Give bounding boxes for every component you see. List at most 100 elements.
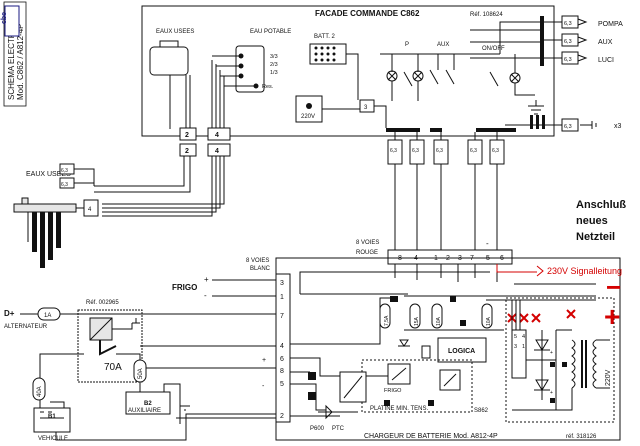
left-frigo-minus: - — [204, 291, 207, 300]
left-frigo: FRIGO — [172, 283, 197, 292]
facade-conn2b: 2 — [185, 148, 189, 155]
battery-b1: B1 — [48, 414, 56, 420]
fuse-aux: 6,3 — [564, 39, 572, 45]
relay-ref: Réf. 002965 — [86, 300, 119, 306]
output-connectors: 6,3 POMPA 6,3 AUX 6,3 LUCI 6,3 x3 — [505, 15, 623, 132]
battery-vehicule: VEHICULE — [38, 436, 68, 442]
vertical-title: SCHEMA ELECTRIQUE Mod. C862 / A812-4P — [3, 1, 27, 107]
blanc-plus: + — [262, 357, 266, 364]
label-x3: x3 — [614, 123, 622, 130]
mini-pin-1: 1 — [522, 344, 525, 350]
p600-label: P600 — [310, 426, 325, 432]
mini-pin-4: 4 — [522, 334, 525, 340]
mini-pin-5: 5 — [514, 334, 517, 340]
facade-ref: Réf. 108624 — [470, 12, 503, 18]
platine-label: PLATINE MIN. TENS. — [370, 406, 428, 412]
charger-ref: réf. 318126 — [566, 434, 597, 440]
facade-eau-potable: EAU POTABLE — [250, 29, 291, 35]
blanc-pin-7: 5 — [280, 381, 284, 388]
rect-plus-2: + — [550, 390, 553, 396]
level-33: 3/3 — [270, 54, 278, 60]
anschluss-line2: neues — [576, 215, 608, 227]
fuse-50a: 50A — [138, 368, 144, 379]
rect-plus-1: + — [550, 350, 553, 356]
facade-panel: FACADE COMMANDE C862 Réf. 108624 EAUX US… — [141, 5, 555, 141]
facade-aux: AUX — [437, 42, 449, 48]
label-aux: AUX — [598, 39, 613, 46]
label-pompa: POMPA — [598, 21, 623, 28]
blanc-pin-8: 2 — [280, 413, 284, 420]
stub-fuse-5: 6,3 — [492, 148, 499, 154]
left-fuse-a: 6,3 — [61, 168, 68, 174]
facade-lower-connectors: 2 4 — [94, 143, 231, 217]
level-res: Res. — [262, 84, 274, 90]
transformer-220v: 220V — [605, 369, 612, 386]
anschluss-line1: Anschluß — [576, 199, 626, 211]
title-line1: SCHEMA ELECTRIQUE — [7, 13, 16, 100]
title-line2: Mod. C862 / A812-4P — [16, 24, 25, 101]
left-power-section: FRIGO + - D+ ALTERNATEUR 1A Réf. 002965 … — [4, 275, 276, 442]
brand-logo: cbe — [1, 5, 20, 37]
big-plus: + — [604, 301, 620, 332]
relay-70a: 70A — [104, 362, 122, 373]
stub-fuse-2: 6,3 — [412, 148, 419, 154]
fuse-40a: 40A — [37, 386, 43, 397]
fuse-luci: 6,3 — [564, 57, 572, 63]
fuse-10a-2: 10A — [486, 316, 492, 326]
red-cross-marks — [507, 309, 576, 323]
left-frigo-plus: + — [204, 275, 209, 284]
rouge-to-module-wires — [511, 300, 521, 330]
ptc-label: PTC — [332, 426, 345, 432]
stub-fuse-4: 6,3 — [470, 148, 477, 154]
left-alternateur: ALTERNATEUR — [4, 324, 48, 330]
blanc-pin-4: 4 — [280, 343, 284, 350]
fuse-75a: 7,5A — [384, 315, 390, 326]
charger-title: CHARGEUR DE BATTERIE Mod. A812-4P — [364, 433, 498, 440]
rouge-minus-mark: - — [486, 239, 489, 248]
blanc-minus: - — [262, 383, 265, 390]
charger-box: CHARGEUR DE BATTERIE Mod. A812-4P réf. 3… — [246, 257, 621, 441]
blanc-pin-5: 6 — [280, 356, 284, 363]
facade-onoff: ON/OFF — [482, 46, 505, 52]
facade-batt2: BATT. 2 — [314, 34, 336, 40]
battery-auxiliaire: AUXILIAIRE — [128, 408, 161, 414]
left-conn4: 4 — [88, 207, 92, 213]
left-dplus: D+ — [4, 309, 15, 318]
mini-pin-3: 3 — [514, 344, 517, 350]
facade-220v: 220V — [301, 114, 315, 120]
stub-fuse-3: 6,3 — [436, 148, 443, 154]
facade-p: P — [405, 42, 409, 48]
left-eaux-usees-1: EAUX USEES — [26, 171, 71, 178]
facade-eaux-usees: EAUX USEES — [156, 29, 194, 35]
rouge-label-2: ROUGE — [356, 250, 378, 256]
level-13: 1/3 — [270, 70, 278, 76]
svg-text:cbe: cbe — [1, 12, 8, 24]
label-luci: LUCI — [598, 57, 614, 64]
battery-b2: B2 — [144, 401, 152, 407]
blanc-pin-3: 7 — [280, 313, 284, 320]
fuse-10a-1: 10A — [436, 316, 442, 326]
left-fuse-b: 6,3 — [61, 182, 68, 188]
facade-conn4a: 4 — [215, 132, 219, 139]
anschluss-line3: Netzteil — [576, 231, 615, 243]
level-23: 2/3 — [270, 62, 278, 68]
fuse-15a: 15A — [414, 316, 420, 326]
rouge-connector: 8 VOIES ROUGE 8 4 1 2 3 7 5 6 - 6,3 6,3 … — [356, 132, 513, 265]
logica-label: LOGICA — [448, 348, 475, 355]
big-minus: − — [606, 272, 621, 302]
signal-label: 230V Signalleitung — [547, 266, 622, 276]
facade-conn2a: 2 — [185, 132, 189, 139]
fuse-ground: 6,3 — [564, 124, 572, 130]
blanc-pin-1: 3 — [280, 280, 284, 287]
frigo-relay-label: FRIGO — [384, 388, 402, 394]
blanc-label-1: 8 VOIES — [246, 258, 269, 264]
facade-conn4b: 4 — [215, 148, 219, 155]
annotations: Anschluß neues Netzteil 230V Signalleitu… — [486, 199, 626, 332]
stub-fuse-1: 6,3 — [390, 148, 397, 154]
fuse-pompa: 6,3 — [564, 21, 572, 27]
rouge-label-1: 8 VOIES — [356, 240, 379, 246]
facade-title: FACADE COMMANDE C862 — [315, 9, 420, 18]
facade-conn3: 3 — [364, 105, 368, 111]
blanc-pin-6: 8 — [280, 368, 284, 375]
